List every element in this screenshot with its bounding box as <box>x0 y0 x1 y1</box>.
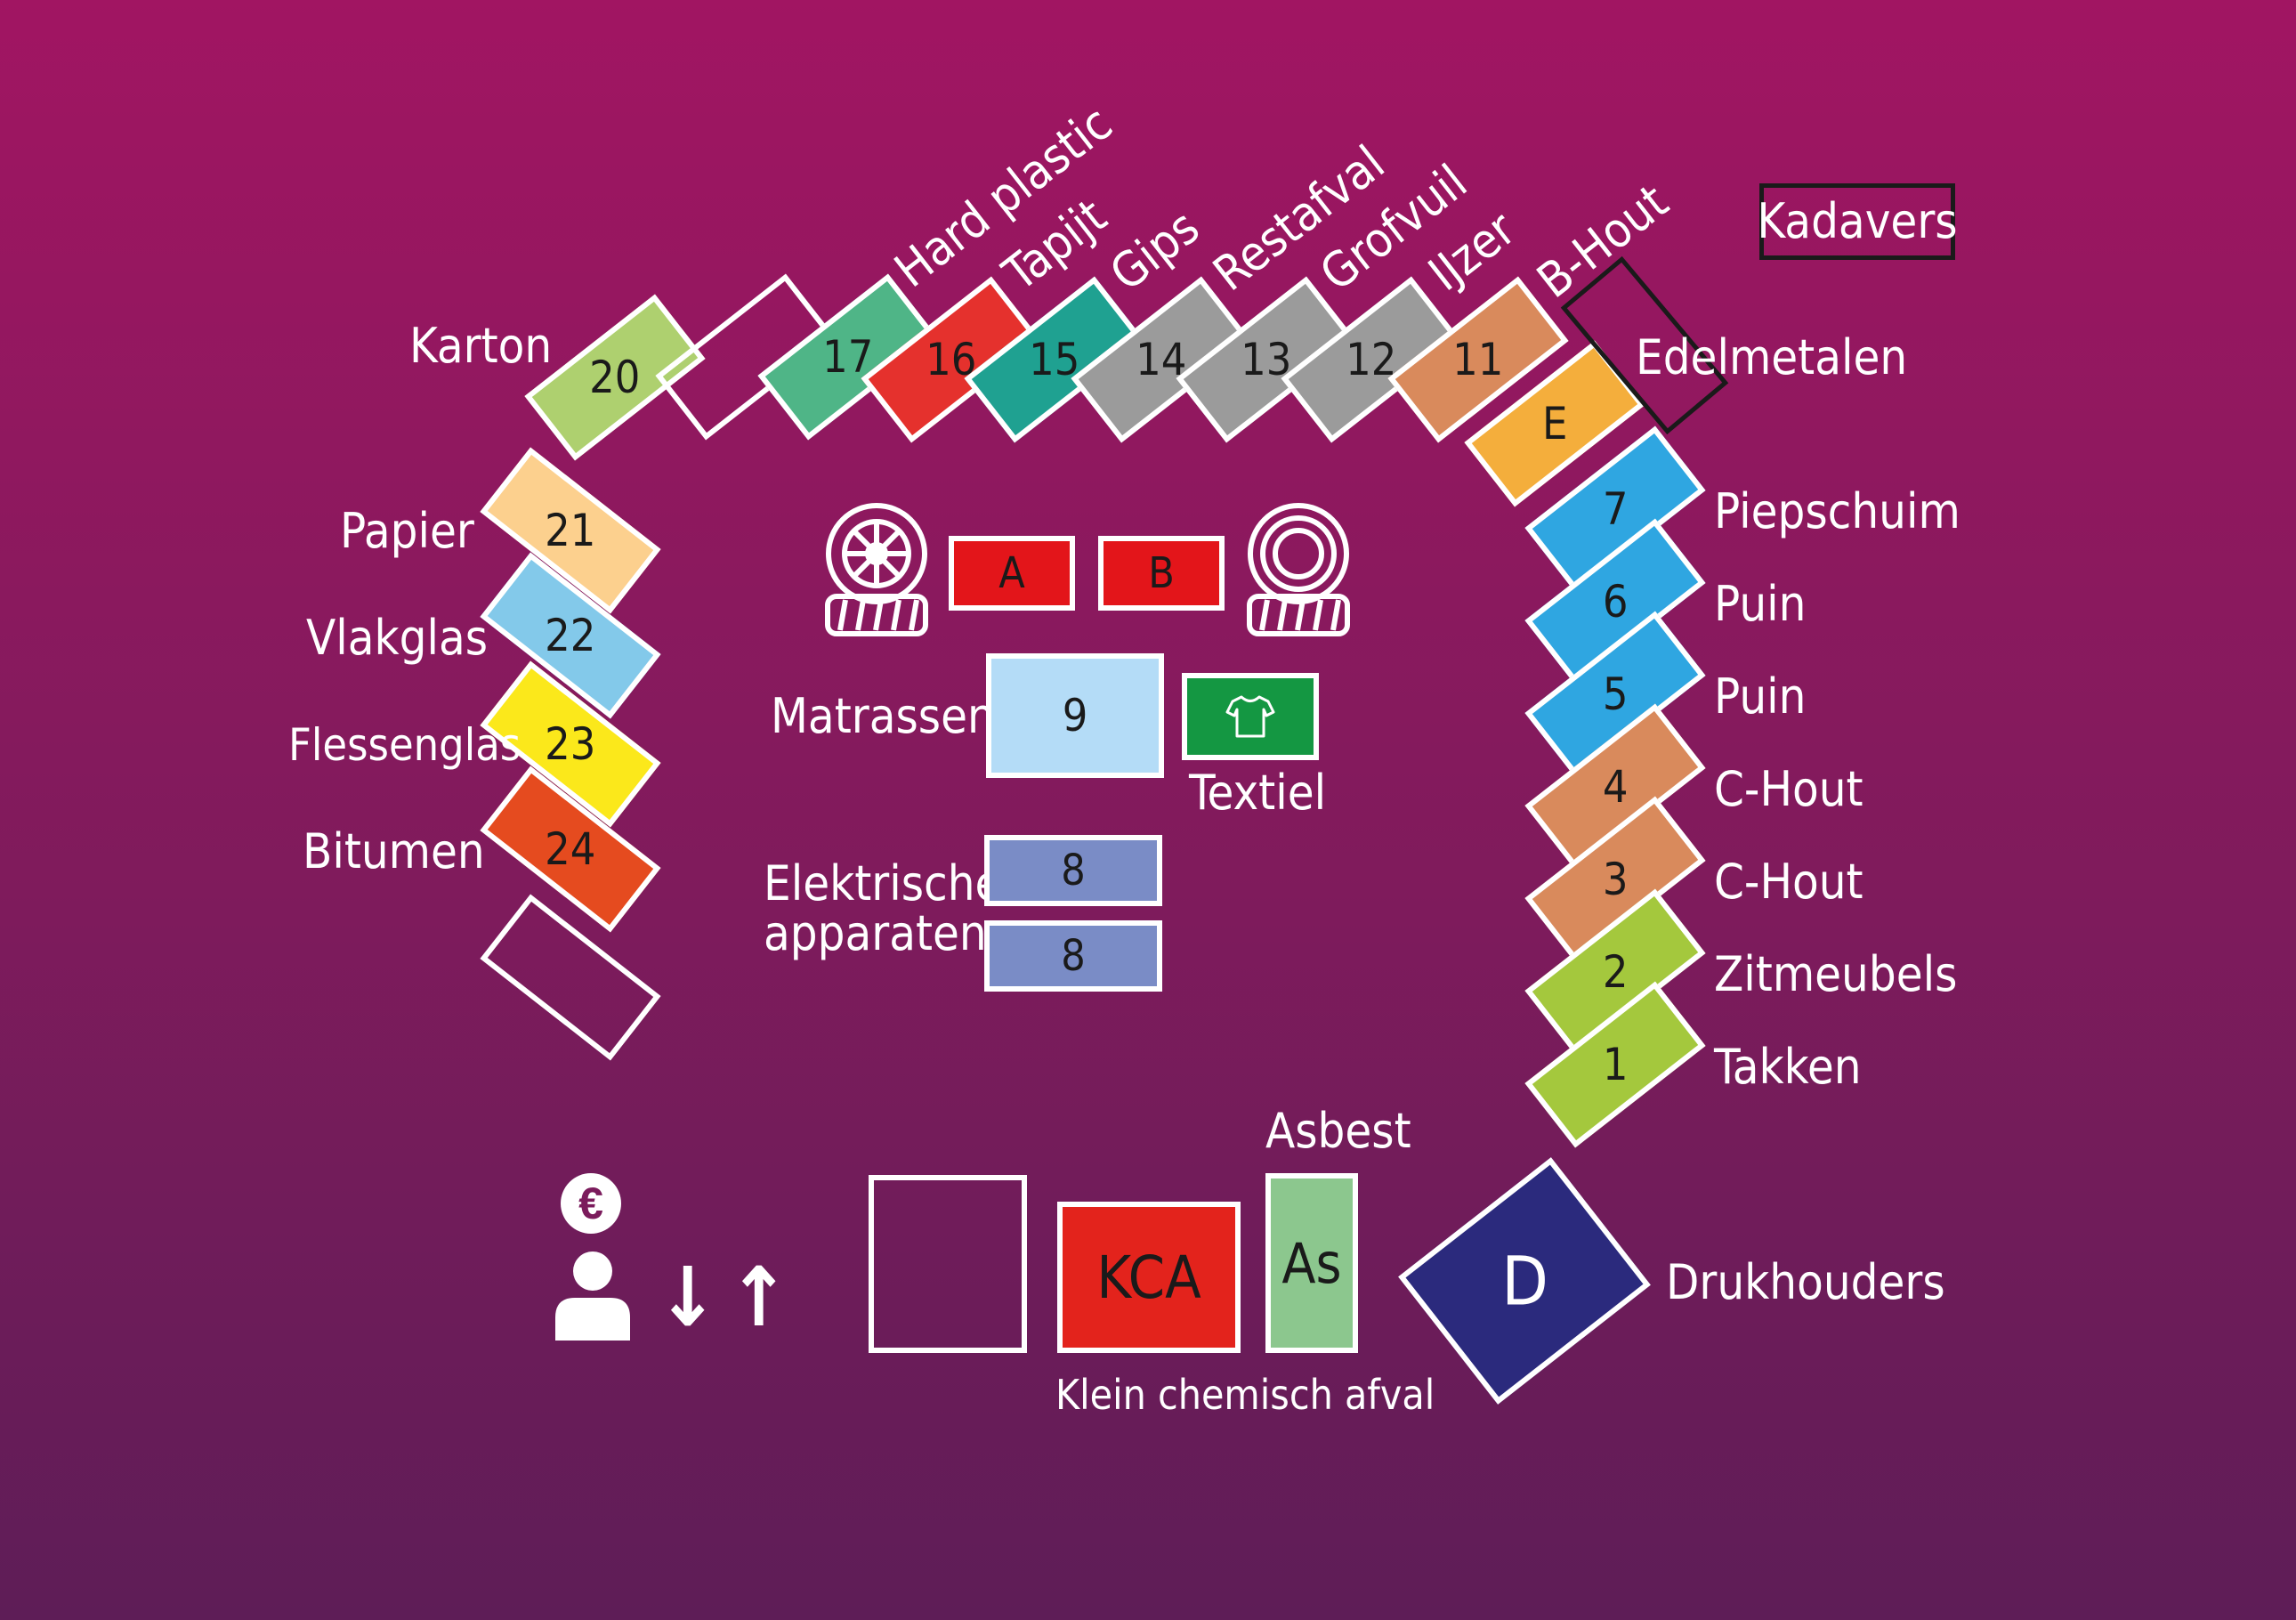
dock-8-lower[interactable]: 8 <box>984 920 1162 992</box>
dock-number: 2 <box>1602 946 1629 998</box>
dock-a[interactable]: A <box>949 536 1075 611</box>
euro-icon: € <box>578 1179 603 1228</box>
kadavers-box[interactable]: Kadavers <box>1757 183 1958 260</box>
dock-b[interactable]: B <box>1098 536 1225 611</box>
dock-number: 8 <box>1061 846 1086 895</box>
tire-rim-icon <box>825 503 928 636</box>
dock-number: E <box>1541 398 1568 450</box>
label-bitumen: Bitumen <box>303 823 485 879</box>
label-elektrische-line2: apparaten <box>764 905 987 961</box>
label-puin-5: Puin <box>1714 668 1807 725</box>
up-arrow-icon: ↑ <box>728 1250 790 1345</box>
euro-badge: € <box>561 1173 621 1234</box>
dock-number: 22 <box>545 609 596 661</box>
label-drukhouders: Drukhouders <box>1666 1254 1945 1310</box>
dock-number: 1 <box>1602 1039 1629 1090</box>
dock-number: 4 <box>1602 761 1629 813</box>
label-flessenglas: Flessenglas <box>288 719 521 771</box>
dock-8-upper[interactable]: 8 <box>984 835 1162 906</box>
label-edelmetalen: Edelmetalen <box>1636 329 1908 385</box>
label-klein-chemisch-afval: Klein chemisch afval <box>1055 1371 1435 1419</box>
tire-stack-icon <box>1247 503 1350 636</box>
textiel-box[interactable] <box>1182 673 1319 760</box>
person-icon <box>555 1251 630 1341</box>
label-matrassen: Matrassen <box>771 688 995 744</box>
label-elektrische-line1: Elektrische <box>764 855 1002 911</box>
dock-number: 21 <box>545 504 596 556</box>
kadavers-label: Kadavers <box>1757 193 1958 249</box>
dock-number: KCA <box>1096 1243 1201 1312</box>
dock-empty-bottom[interactable] <box>869 1175 1027 1353</box>
label-takken: Takken <box>1714 1039 1862 1095</box>
label-vlakglas: Vlakglas <box>306 610 489 666</box>
label-c-hout-3: C-Hout <box>1714 854 1863 910</box>
dock-number: 9 <box>1062 690 1088 741</box>
dock-number: 23 <box>545 717 596 770</box>
dock-asbest[interactable]: As <box>1265 1173 1358 1353</box>
down-arrow-icon: ↓ <box>657 1250 719 1345</box>
dock-empty-left[interactable] <box>480 894 661 1061</box>
dock-number: As <box>1281 1230 1342 1296</box>
tshirt-icon <box>1225 695 1275 738</box>
dock-kca[interactable]: KCA <box>1057 1202 1241 1353</box>
label-c-hout-4: C-Hout <box>1714 761 1863 817</box>
dock-number: 7 <box>1602 483 1629 535</box>
dock-number: 20 <box>589 352 641 404</box>
dock-drukhouders[interactable]: D <box>1398 1157 1651 1405</box>
label-karton: Karton <box>409 318 553 374</box>
label-textiel: Textiel <box>1189 765 1327 821</box>
dock-number: 3 <box>1602 854 1629 905</box>
label-puin-6: Puin <box>1714 576 1807 632</box>
dock-number: B <box>1148 548 1175 598</box>
label-piepschuim: Piepschuim <box>1714 483 1960 539</box>
dock-number: A <box>998 548 1025 598</box>
dock-number: 5 <box>1602 668 1629 720</box>
dock-number: D <box>1500 1241 1548 1321</box>
dock-9[interactable]: 9 <box>986 653 1164 778</box>
dock-number: 8 <box>1061 931 1086 981</box>
label-asbest: Asbest <box>1265 1103 1411 1159</box>
dock-number: 24 <box>545 822 596 875</box>
label-papier: Papier <box>340 503 474 559</box>
dock-number: 6 <box>1602 576 1629 628</box>
dock-number: 11 <box>1452 334 1504 386</box>
label-zitmeubels: Zitmeubels <box>1714 946 1958 1002</box>
